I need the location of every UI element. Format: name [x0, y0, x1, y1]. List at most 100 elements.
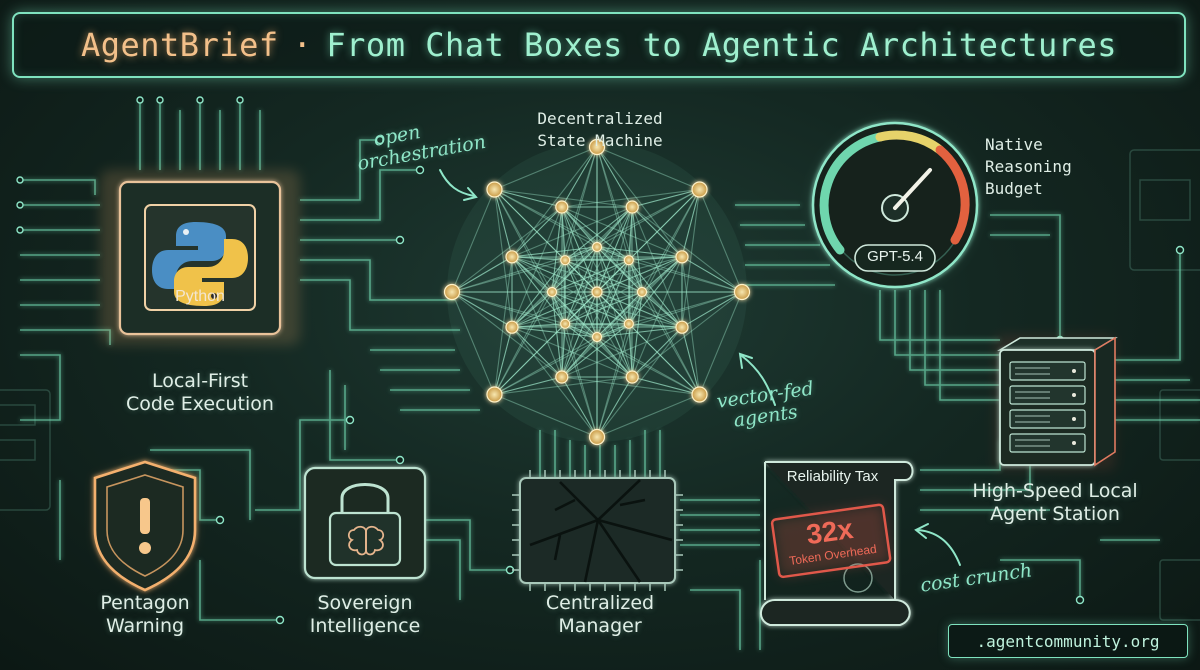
network-edge: [596, 323, 630, 338]
network-node: [733, 283, 751, 301]
network-edge: [551, 259, 566, 293]
network-edge: [493, 291, 553, 395]
network-edge: [494, 188, 633, 208]
network-edge: [631, 206, 743, 293]
network-edge: [628, 291, 643, 325]
network-edge: [681, 189, 701, 257]
network-edge: [628, 259, 643, 293]
network-node: [505, 250, 519, 264]
network-graph: [443, 138, 751, 446]
network-edge: [511, 323, 566, 328]
python-chip-label: Python: [175, 288, 225, 305]
network-edge: [632, 188, 700, 208]
network-edge: [451, 256, 513, 293]
background-components: [0, 149, 1200, 621]
title-banner: AgentBrief · From Chat Boxes to Agentic …: [12, 12, 1186, 78]
network-node: [588, 428, 606, 446]
network-edge: [631, 291, 643, 378]
network-edge: [596, 146, 633, 208]
stamp: [770, 503, 892, 579]
network-edge: [596, 146, 630, 261]
network-edge: [564, 206, 633, 325]
subtitle: From Chat Boxes to Agentic Architectures: [326, 26, 1118, 64]
network-edge: [628, 291, 743, 325]
reasoning-line3: Budget: [985, 179, 1043, 198]
network-edge: [494, 146, 598, 190]
gauge-icon: [810, 120, 980, 290]
network-node: [560, 255, 571, 266]
network-edge: [494, 188, 562, 208]
network-edge: [561, 336, 598, 378]
scroll-icon: [760, 461, 914, 626]
network-node: [691, 386, 708, 403]
network-edge: [511, 326, 598, 438]
footer-url[interactable]: .agentcommunity.org: [948, 624, 1188, 658]
python-logo-icon: [152, 222, 248, 306]
network-edge: [631, 206, 643, 293]
network-edge: [681, 327, 701, 395]
network-edge: [564, 259, 598, 293]
network-edge: [561, 376, 598, 438]
sovereign-label: Sovereign Intelligence: [290, 592, 440, 638]
network-edge: [511, 326, 563, 378]
network-edge: [596, 326, 683, 338]
network-edge: [561, 206, 566, 261]
reasoning-line1: Native: [985, 135, 1043, 154]
network-edge: [628, 323, 700, 395]
network-edge: [551, 206, 563, 293]
network-node: [625, 200, 639, 214]
agent-station-line1: High-Speed Local: [972, 480, 1138, 502]
network-edge: [564, 206, 633, 261]
network-node: [636, 286, 648, 298]
network-edge: [451, 189, 495, 293]
network-edge: [681, 189, 701, 328]
network-node: [505, 320, 519, 334]
network-edge: [551, 291, 563, 378]
network-edge: [511, 256, 553, 293]
network-edge: [632, 376, 700, 396]
network-edge: [699, 189, 743, 293]
network-edge: [596, 336, 700, 396]
network-edge: [493, 189, 553, 293]
gauge-label: GPT-5.4: [867, 248, 923, 265]
network-edge: [511, 256, 630, 325]
network-edge: [561, 259, 630, 378]
network-edge: [561, 206, 683, 258]
network-edge: [511, 259, 566, 328]
network-edge: [681, 291, 743, 328]
network-edge: [493, 189, 513, 257]
network-edge: [451, 259, 566, 293]
network-edge: [451, 291, 513, 328]
network-edge: [494, 189, 566, 261]
network-edge: [511, 246, 598, 258]
network-node: [675, 320, 689, 334]
reliability-title: Reliability Tax: [786, 468, 879, 485]
network-edge: [596, 246, 683, 258]
network-edge: [511, 291, 553, 328]
title-separator: ·: [292, 26, 313, 64]
network-edge: [561, 246, 598, 378]
network-edge: [596, 146, 683, 258]
cracked-chip-icon: [512, 470, 683, 591]
network-edge: [628, 189, 700, 261]
network-node: [625, 370, 639, 384]
network-edge: [561, 206, 598, 248]
network-edge: [641, 291, 701, 395]
network-node: [486, 386, 503, 403]
network-edge: [564, 146, 598, 261]
network-edge: [511, 291, 643, 328]
reasoning-line2: Reasoning: [985, 157, 1072, 176]
state-machine-label: Decentralized State Machine: [500, 108, 700, 152]
network-edge: [561, 206, 598, 338]
network-edge: [596, 246, 630, 261]
network-edge: [628, 259, 683, 328]
network-node: [591, 241, 603, 253]
network-edge: [451, 206, 563, 293]
network-edge: [564, 259, 633, 378]
network-edge: [628, 256, 683, 325]
network-edge: [641, 189, 701, 293]
network-edge: [681, 256, 701, 395]
network-edge: [596, 323, 630, 438]
network-edge: [564, 256, 683, 325]
